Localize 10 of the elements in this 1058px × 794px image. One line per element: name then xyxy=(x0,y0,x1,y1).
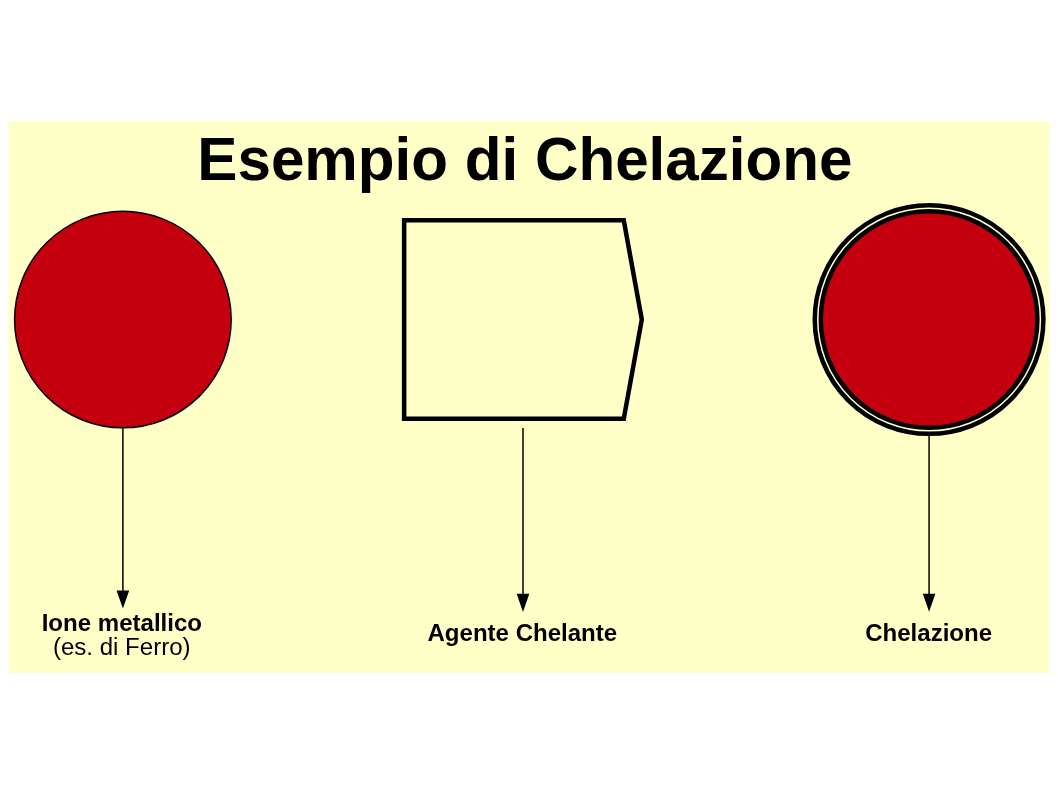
arrow xyxy=(516,427,530,612)
node-circle xyxy=(812,202,1046,437)
node-text: Chelazione xyxy=(865,619,993,647)
node-bracket xyxy=(401,218,645,422)
node-text: Agente Chelante xyxy=(427,619,618,647)
node-text: Ione metallico (es. di Ferro) xyxy=(41,608,203,660)
diagram-title: Esempio di Chelazione xyxy=(197,125,853,193)
arrow xyxy=(922,433,936,612)
node-circle xyxy=(13,210,232,429)
arrow xyxy=(116,427,130,609)
